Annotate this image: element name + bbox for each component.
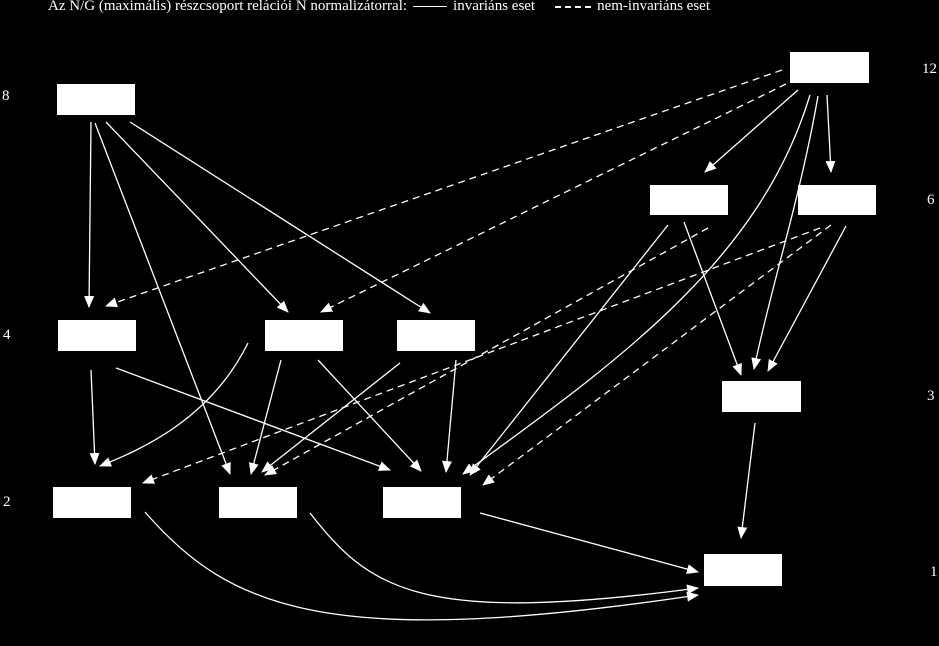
edge-n4b-to-n2a-solid: [99, 342, 249, 467]
edge-n4a-to-n2a-solid: [89, 369, 100, 465]
edge-n4a-to-n2c-solid: [115, 367, 391, 471]
legend-solid-label: invariáns eset: [453, 0, 536, 14]
node-order-4-middle: [265, 320, 343, 351]
edge-n12-to-n6b-solid: [825, 94, 836, 173]
edge-n8-to-n4c-solid: [129, 121, 431, 314]
node-order-2-left: [53, 487, 131, 518]
edge-n3-to-n1-solid: [737, 422, 756, 539]
node-order-8: [57, 84, 135, 115]
edge-n2a-to-n1-solid: [144, 511, 699, 621]
node-order-4-left: [58, 320, 136, 351]
level-label-3: 3: [927, 388, 935, 404]
diagram-header: Az N/G (maximális) részcsoport relációi …: [48, 0, 710, 15]
edge-n4b-to-n2b-solid: [248, 359, 282, 475]
edge-n12-to-n2c-solid: [462, 94, 811, 475]
legend-solid-line: [413, 6, 448, 7]
edge-n8-to-n4a-solid: [84, 121, 95, 308]
edge-n6b-to-n3-solid: [767, 225, 847, 372]
edge-n6a-to-n3-solid: [683, 221, 742, 376]
edge-n6a-to-n2c-solid: [469, 224, 669, 476]
edges-layer: [84, 69, 847, 621]
level-label-4: 4: [3, 327, 11, 343]
edge-n4c-to-n2c-solid: [441, 359, 457, 473]
edge-n12-to-n6a-solid: [704, 89, 799, 173]
edge-n6a-to-n2b-dashed: [264, 227, 709, 476]
node-order-1: [704, 554, 782, 586]
legend-dashed-label: nem-invariáns eset: [597, 0, 710, 14]
level-label-1: 1: [930, 564, 938, 580]
node-order-12: [790, 52, 869, 83]
node-order-6-right: [798, 185, 876, 215]
level-label-2: 2: [3, 494, 11, 510]
edge-n6b-to-n2c-dashed: [482, 224, 832, 486]
edge-n8-to-n2b-solid: [94, 122, 231, 475]
node-order-3: [722, 381, 801, 412]
edge-n4c-to-n2b-solid: [261, 362, 401, 473]
node-order-6-left: [650, 185, 728, 215]
edge-n8-to-n4b-solid: [105, 121, 289, 313]
edge-n2b-to-n1-solid: [309, 512, 699, 604]
edge-n2c-to-n1-solid: [479, 512, 699, 574]
edge-n12-to-n4b-dashed: [320, 83, 787, 313]
edge-n4b-to-n2c-solid: [317, 359, 422, 472]
legend-dashed-line: [555, 5, 592, 8]
level-label-6: 6: [927, 192, 935, 208]
edge-n6b-to-n2a-dashed: [142, 227, 821, 484]
edge-n12-to-n3-solid: [751, 95, 819, 370]
node-order-4-right: [397, 320, 475, 351]
level-label-8: 8: [2, 88, 10, 104]
diagram-title: Az N/G (maximális) részcsoport relációi …: [48, 0, 408, 14]
level-label-12: 12: [922, 61, 937, 77]
node-order-2-middle: [219, 487, 297, 518]
node-order-2-right: [383, 487, 461, 518]
